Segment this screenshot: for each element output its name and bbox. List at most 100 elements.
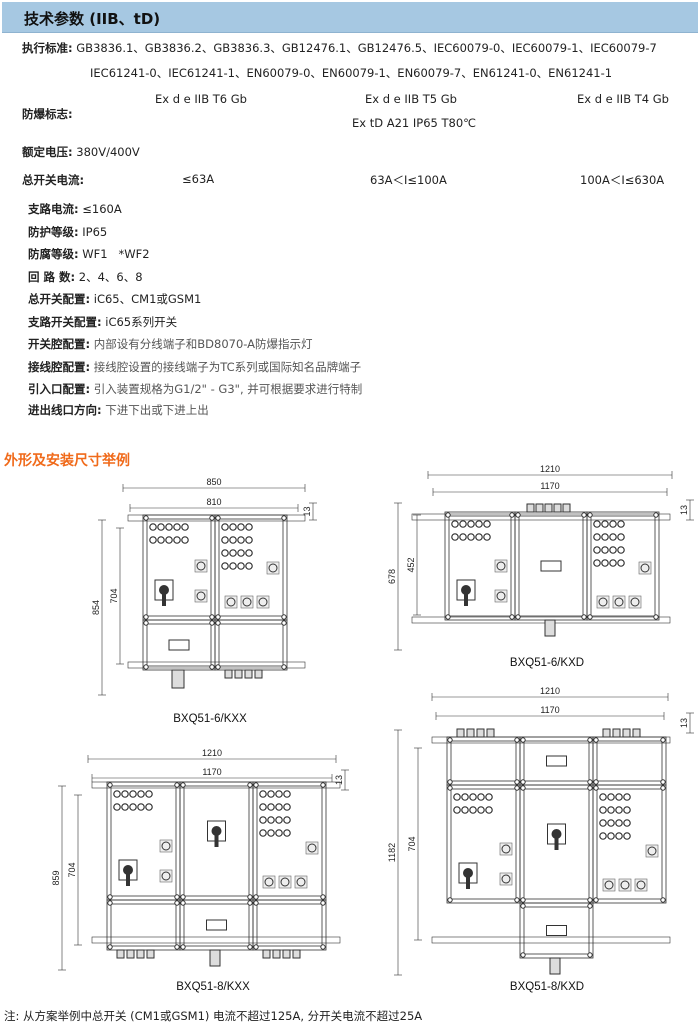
spec-value: ≤160A [82, 202, 122, 216]
breaker-icon [461, 793, 469, 801]
bolt-icon [593, 737, 599, 743]
spec-label: 总开关配置: [28, 292, 91, 306]
breaker-icon [283, 829, 291, 837]
breaker-icon [221, 549, 229, 557]
enclosure-module [106, 899, 181, 951]
main-switch-handle-icon [464, 594, 468, 606]
breaker-icon [267, 790, 275, 798]
breaker-icon [601, 520, 609, 528]
breaker-icon [607, 819, 615, 827]
breaker-icon [593, 520, 601, 528]
breaker-icon [467, 533, 475, 541]
cable-gland-icon [562, 503, 571, 513]
dimension-label: 1170 [202, 767, 221, 777]
breaker-icon [165, 536, 173, 544]
rotary-switch-icon [647, 846, 657, 856]
breaker-icon [469, 806, 477, 814]
dimension-label: 452 [406, 557, 416, 572]
breaker-icon [221, 536, 229, 544]
breaker-icon [145, 790, 153, 798]
breaker-icon [237, 549, 245, 557]
bolt-icon [174, 900, 180, 906]
bolt-icon [514, 779, 520, 785]
cable-gland-icon [544, 503, 553, 513]
bolt-icon [281, 515, 287, 521]
bolt-icon [281, 614, 287, 620]
cable-gland-icon [476, 728, 485, 738]
rotary-switch-icon [161, 841, 171, 851]
nameplate [168, 639, 190, 651]
rotary-switch-icon [196, 561, 206, 571]
dimension-label: 704 [67, 862, 77, 877]
enclosure-cover [523, 788, 590, 900]
mounting-rail [91, 936, 341, 944]
breaker-icon [461, 806, 469, 814]
spec-voltage: 额定电压: 380V/400V [22, 144, 140, 160]
main-current-2: 63A＜I≤100A [370, 173, 447, 187]
rotary-switch-icon [496, 561, 506, 571]
model-label: BXQ51-8/KXD [510, 981, 584, 993]
breaker-icon [259, 803, 267, 811]
enclosure-cover [590, 515, 656, 617]
enclosure-cover [183, 903, 250, 947]
breaker-icon [259, 829, 267, 837]
cable-gland-icon [262, 949, 271, 959]
mounting-rail [91, 781, 341, 789]
cable-gland-icon [136, 949, 145, 959]
enclosure-cover [450, 740, 517, 782]
bolt-icon [514, 737, 520, 743]
cable-gland-icon [254, 669, 263, 679]
breaker-icon [609, 559, 617, 567]
breaker-icon [245, 536, 253, 544]
enclosure-cover [448, 515, 512, 617]
rotary-switch-icon [640, 563, 650, 573]
bolt-icon [520, 952, 526, 958]
spec-corrosion: 防腐等级: WF1 *WF2 [28, 246, 150, 262]
bolt-icon [107, 782, 113, 788]
bolt-icon [445, 512, 451, 518]
bolt-icon [660, 785, 666, 791]
bolt-icon [174, 894, 180, 900]
spec-value: GB3836.1、GB3836.2、GB3836.3、GB12476.1、GB1… [76, 41, 657, 55]
bolt-icon [247, 944, 253, 950]
cable-gland-icon [486, 728, 495, 738]
spec-label: 进出线口方向: [28, 403, 102, 417]
breaker-icon [259, 790, 267, 798]
breaker-icon [623, 819, 631, 827]
section-title: 外形及安装尺寸举例 [4, 453, 130, 469]
bolt-icon [660, 737, 666, 743]
dimension-label: 704 [109, 588, 119, 603]
model-label: BXQ51-8/KXX [176, 981, 250, 993]
bolt-icon [253, 782, 259, 788]
bolt-icon [143, 515, 149, 521]
breaker-icon [129, 790, 137, 798]
spec-label: 执行标准: [22, 41, 73, 55]
bolt-icon [447, 779, 453, 785]
spec-wiring-cavity: 接线腔配置: 接线腔设置的接线端子为TC系列或国际知名品牌端子 [28, 359, 361, 375]
breaker-icon [451, 520, 459, 528]
enclosure-module [592, 736, 667, 786]
bolt-icon [515, 512, 521, 518]
cable-gland-icon [535, 503, 544, 513]
breaker-icon [623, 832, 631, 840]
rotary-switch-icon [630, 597, 640, 607]
breaker-icon [221, 523, 229, 531]
dimension-label: 854 [91, 600, 101, 615]
breaker-icon [267, 829, 275, 837]
spec-value: 内部设有分线端子和BD8070-A防爆指示灯 [93, 337, 313, 351]
cable-gland-icon [272, 949, 281, 959]
bolt-icon [247, 894, 253, 900]
bolt-icon [253, 894, 259, 900]
enclosure-cover [523, 740, 590, 782]
cable-gland-icon [602, 728, 611, 738]
breaker-icon [617, 559, 625, 567]
bolt-icon [587, 737, 593, 743]
spec-value: iC65、CM1或GSM1 [93, 292, 202, 306]
breaker-icon [475, 533, 483, 541]
spec-standard-line2: IEC61241-0、IEC61241-1、EN60079-0、EN60079-… [90, 66, 613, 80]
nameplate [540, 560, 562, 572]
enclosure-cover [110, 785, 177, 897]
cable-gland-icon [126, 949, 135, 959]
bolt-icon [215, 614, 221, 620]
